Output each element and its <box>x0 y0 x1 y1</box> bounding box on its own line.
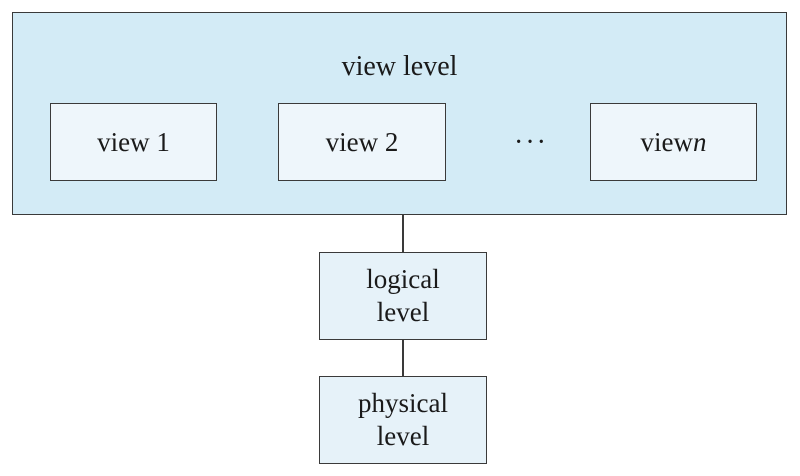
physical-level-line2: level <box>376 421 430 451</box>
view-level-box: view level view 1 view 2 ··· view n <box>12 12 787 215</box>
view-box-n-var: n <box>692 126 707 157</box>
ellipsis: ··· <box>514 127 548 158</box>
logical-level-line2: level <box>376 297 430 327</box>
view-box-1-label: view 1 <box>97 126 170 157</box>
view-box-2: view 2 <box>278 103 446 181</box>
view-box-1: view 1 <box>50 103 217 181</box>
connector-logical-to-physical <box>402 340 404 376</box>
view-box-n-label: view <box>640 126 693 157</box>
view-box-n: view n <box>590 103 757 181</box>
logical-level-box: logical level <box>319 252 487 340</box>
view-box-2-label: view 2 <box>325 126 399 157</box>
connector-view-to-logical <box>402 215 404 252</box>
physical-level-box: physical level <box>319 376 487 464</box>
view-level-title: view level <box>341 51 458 82</box>
physical-level-line1: physical <box>358 388 448 418</box>
logical-level-line1: logical <box>366 264 440 294</box>
